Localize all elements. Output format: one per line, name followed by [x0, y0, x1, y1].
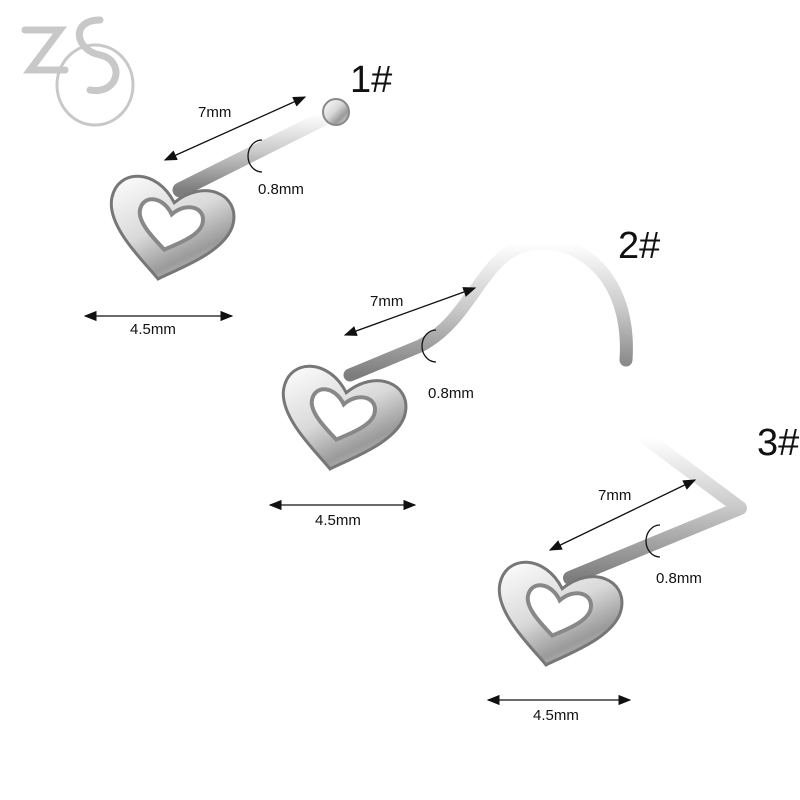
- item-number-2: 2#: [618, 225, 660, 267]
- gauge-label-1: 0.8mm: [258, 181, 304, 198]
- item-number-1: 1#: [350, 59, 392, 101]
- brand-logo: [21, 16, 135, 127]
- length-arrow-1: [163, 96, 307, 161]
- length-arrow-3: [548, 479, 697, 551]
- nose-stud-3-l-shape: [483, 431, 747, 680]
- length-arrow-2: [343, 287, 477, 336]
- length-label-1: 7mm: [198, 104, 231, 121]
- gauge-label-3: 0.8mm: [656, 570, 702, 587]
- length-label-3: 7mm: [598, 487, 631, 504]
- nose-stud-1-bone: [95, 98, 350, 294]
- gauge-marker-2: [421, 329, 437, 363]
- item-number-3: 3#: [757, 422, 799, 464]
- length-label-2: 7mm: [370, 293, 403, 310]
- nose-stud-2-screw: [267, 236, 633, 484]
- width-label-3: 4.5mm: [533, 707, 579, 724]
- gauge-marker-1: [247, 139, 263, 173]
- width-label-1: 4.5mm: [130, 321, 176, 338]
- gauge-label-2: 0.8mm: [428, 385, 474, 402]
- gauge-marker-3: [645, 524, 661, 558]
- width-label-2: 4.5mm: [315, 512, 361, 529]
